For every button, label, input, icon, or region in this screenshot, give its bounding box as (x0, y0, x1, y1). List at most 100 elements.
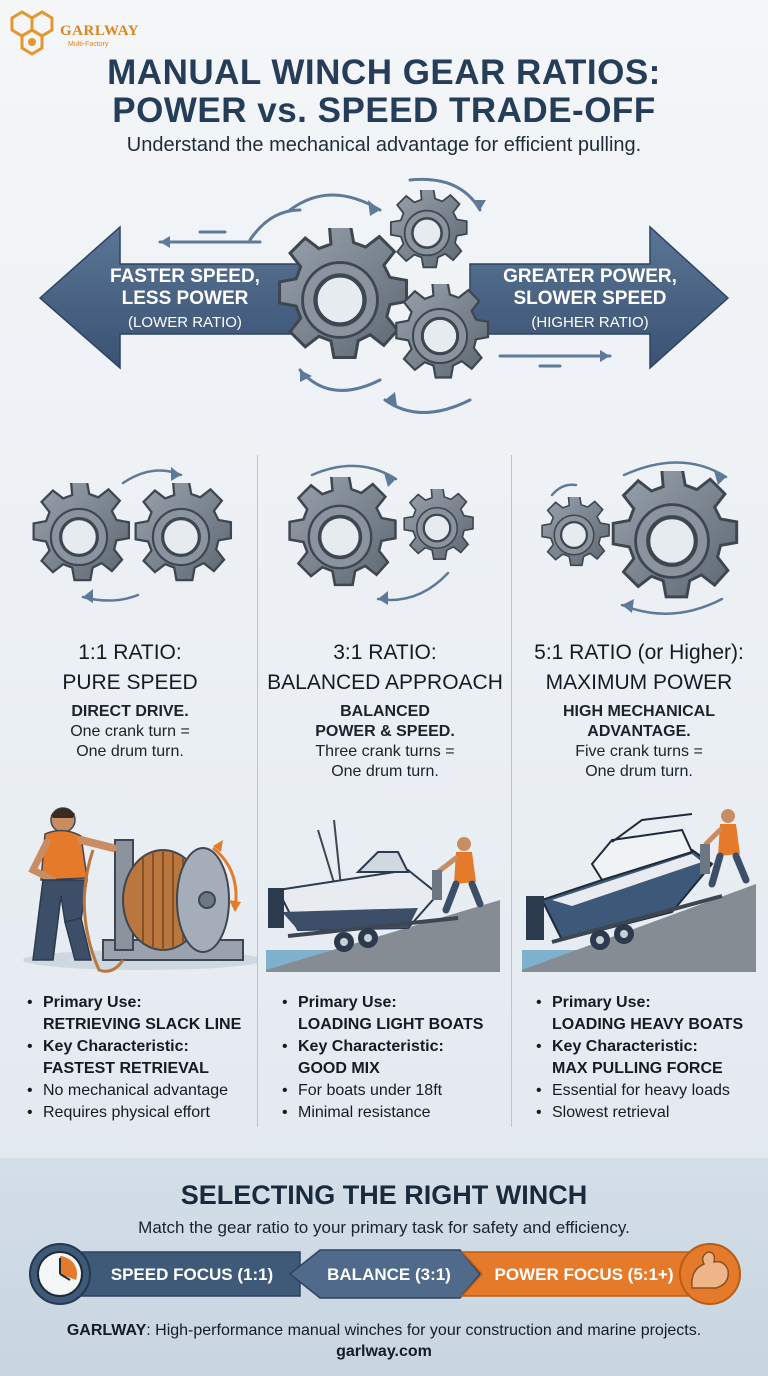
ratio-description: HIGH MECHANICAL ADVANTAGE. Five crank tu… (512, 702, 766, 782)
ratio-label: 3:1 RATIO: (333, 641, 437, 664)
hexagon-logo-icon (10, 10, 54, 56)
list-item: Primary Use:LOADING HEAVY BOATS (534, 992, 764, 1036)
primary-use-label: Primary Use: (43, 994, 142, 1011)
primary-use-value: LOADING LIGHT BOATS (298, 1016, 484, 1033)
double-arrow-gears-illustration (38, 177, 730, 414)
desc-bold-1: DIRECT DRIVE. (71, 703, 189, 720)
page-subtitle: Understand the mechanical advantage for … (126, 134, 642, 156)
right-label-line-2: SLOWER SPEED (513, 288, 667, 309)
primary-use-value: LOADING HEAVY BOATS (552, 1016, 744, 1033)
desc-line-1: One crank turn = (70, 723, 190, 740)
desc-line-2: One drum turn. (331, 763, 439, 780)
balance-label: BALANCE (3:1) (327, 1265, 451, 1284)
balance-arrow (288, 1249, 481, 1299)
ratio-name: MAXIMUM POWER (545, 671, 733, 694)
left-arrow-label: FASTER SPEED, LESS POWER (LOWER RATIO) (95, 266, 275, 334)
list-item: Minimal resistance (280, 1102, 510, 1124)
title-line-2: POWER vs. SPEED TRADE-OFF (112, 91, 656, 130)
list-item: Requires physical effort (25, 1102, 255, 1124)
selection-subtitle: Match the gear ratio to your primary tas… (138, 1218, 630, 1237)
desc-bold-2: ADVANTAGE. (587, 723, 691, 740)
footer-text: : High-performance manual winches for yo… (146, 1322, 702, 1339)
drum-gear-icon (613, 469, 736, 597)
ratio-selection-scale (29, 1243, 741, 1305)
small-gear-top-icon (389, 190, 469, 269)
flexed-arm-icon (679, 1243, 741, 1305)
desc-line-1: Three crank turns = (315, 743, 455, 760)
ratio-name: BALANCED APPROACH (267, 671, 503, 694)
ratio-column-3-1: 3:1 RATIO: BALANCED APPROACH BALANCED PO… (258, 455, 512, 1127)
drum-gear-icon (134, 483, 233, 582)
equal-gears-illustration (32, 467, 233, 603)
hero-graphic: FASTER SPEED, LESS POWER (LOWER RATIO) G… (0, 170, 768, 430)
desc-line-1: Five crank turns = (575, 743, 703, 760)
power-gears-illustration (540, 461, 766, 615)
logo-name: GARLWAY (60, 23, 140, 39)
logo-tagline: Multi-Factory (68, 41, 109, 48)
light-boat-loading-illustration (266, 819, 500, 972)
drum-gear-icon (403, 489, 475, 561)
key-characteristic-label: Key Characteristic: (552, 1038, 698, 1055)
ratio-column-5-1: 5:1 RATIO (or Higher): MAXIMUM POWER HIG… (512, 455, 766, 1127)
desc-bold-1: BALANCED (340, 703, 430, 720)
key-characteristic-value: FASTEST RETRIEVAL (43, 1060, 209, 1077)
list-item: No mechanical advantage (25, 1080, 255, 1102)
stopwatch-icon (29, 1243, 91, 1305)
ratio-column-1-1: 1:1 RATIO: PURE SPEED DIRECT DRIVE. One … (3, 455, 257, 1127)
list-item: Primary Use: LOADING LIGHT BOATS (280, 992, 510, 1036)
list-item: Essential for heavy loads (534, 1080, 764, 1102)
list-item: Primary Use: RETRIEVING SLACK LINE (25, 992, 255, 1036)
left-label-line-2: LESS POWER (121, 288, 249, 309)
drive-gear-icon (32, 483, 131, 582)
list-item: For boats under 18ft (280, 1080, 510, 1102)
balanced-gears-illustration (287, 464, 475, 605)
key-characteristic-value: GOOD MIX (298, 1060, 380, 1077)
primary-use-label: Primary Use: (298, 994, 397, 1011)
man-cranking-winch-illustration (23, 807, 257, 973)
ratio-name: PURE SPEED (62, 671, 198, 694)
key-characteristic-label: Key Characteristic: (298, 1038, 444, 1055)
ratio-details-list: Primary Use: RETRIEVING SLACK LINE Key Ch… (25, 992, 255, 1124)
heavy-boat-loading-illustration (522, 809, 756, 972)
left-label-line-1: FASTER SPEED, (110, 266, 260, 287)
list-item: Key Characteristic: FASTEST RETRIEVAL (25, 1036, 255, 1080)
primary-use-value: RETRIEVING SLACK LINE (43, 1016, 242, 1033)
desc-line-2: One drum turn. (585, 763, 693, 780)
ratio-description: DIRECT DRIVE. One crank turn = One drum … (3, 702, 257, 762)
ratio-label: 1:1 RATIO: (78, 641, 182, 664)
footer: GARLWAY: High-performance manual winches… (0, 1320, 768, 1362)
ratio-heading: 3:1 RATIO: BALANCED APPROACH (258, 638, 512, 698)
desc-bold-1: HIGH MECHANICAL (563, 703, 715, 720)
right-label-line-1: GREATER POWER, (503, 266, 677, 287)
key-characteristic-value: MAX PULLING FORCE (552, 1060, 723, 1077)
garlway-logo: GARLWAY Multi-Factory (8, 10, 139, 56)
left-label-note: (LOWER RATIO) (128, 314, 242, 331)
speed-focus-label: SPEED FOCUS (1:1) (110, 1265, 274, 1284)
footer-tagline: GARLWAY: High-performance manual winches… (0, 1320, 768, 1341)
desc-line-2: One drum turn. (76, 743, 184, 760)
drive-gear-icon (540, 497, 611, 567)
footer-url-link[interactable]: garlway.com (336, 1343, 432, 1360)
list-item: Key Characteristic: GOOD MIX (280, 1036, 510, 1080)
selection-title: SELECTING THE RIGHT WINCH (180, 1180, 588, 1210)
ratio-details-list: Primary Use: LOADING LIGHT BOATS Key Char… (280, 992, 510, 1124)
ratio-details-list: Primary Use:LOADING HEAVY BOATS Key Char… (534, 992, 764, 1124)
ratio-heading: 1:1 RATIO: PURE SPEED (3, 638, 257, 698)
ratio-label: 5:1 RATIO (or Higher): (534, 641, 744, 664)
list-item: Key Characteristic: MAX PULLING FORCE (534, 1036, 764, 1080)
desc-bold-2: POWER & SPEED. (315, 723, 455, 740)
ratio-description: BALANCED POWER & SPEED. Three crank turn… (258, 702, 512, 782)
right-arrow-label: GREATER POWER, SLOWER SPEED (HIGHER RATI… (492, 266, 688, 334)
right-label-note: (HIGHER RATIO) (531, 314, 649, 331)
column-divider (257, 455, 258, 1127)
footer-brand: GARLWAY (66, 1322, 147, 1339)
power-focus-label: POWER FOCUS (5:1+) (494, 1265, 674, 1284)
large-gear-icon (280, 226, 407, 358)
key-characteristic-label: Key Characteristic: (43, 1038, 189, 1055)
power-focus-arrow (460, 1251, 721, 1297)
column-divider (511, 455, 512, 1127)
list-item: Slowest retrieval (534, 1102, 764, 1124)
drive-gear-icon (287, 477, 398, 587)
page-title: MANUAL WINCH GEAR RATIOS: POWER vs. SPEE… (0, 54, 768, 130)
title-line-1: MANUAL WINCH GEAR RATIOS: (107, 53, 661, 92)
